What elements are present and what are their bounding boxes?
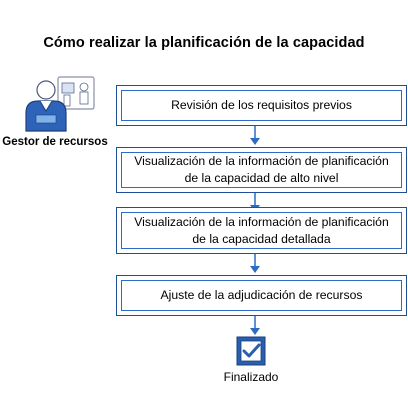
step-box-3: Visualización de la información de plani… xyxy=(116,207,407,254)
arrow-down-icon xyxy=(250,316,260,335)
resource-manager-icon xyxy=(25,76,95,132)
checkbox-checked-icon xyxy=(236,336,266,366)
arrow-down-icon xyxy=(250,126,260,145)
end-label: Finalizado xyxy=(223,370,279,384)
step-label-3: Visualización de la información de plani… xyxy=(122,213,401,248)
actor-label: Gestor de recursos xyxy=(2,136,108,148)
step-label-4: Ajuste de la adjudicación de recursos xyxy=(122,281,401,310)
step-label-1: Revisión de los requisitos previos xyxy=(122,91,401,120)
step-box-2: Visualización de la información de plani… xyxy=(116,147,407,193)
step-label-2: Visualización de la información de plani… xyxy=(122,153,401,187)
arrow-down-icon xyxy=(250,254,260,273)
step-box-4: Ajuste de la adjudicación de recursos xyxy=(116,275,407,316)
step-box-1: Revisión de los requisitos previos xyxy=(116,85,407,126)
diagram-title: Cómo realizar la planificación de la cap… xyxy=(43,35,365,51)
